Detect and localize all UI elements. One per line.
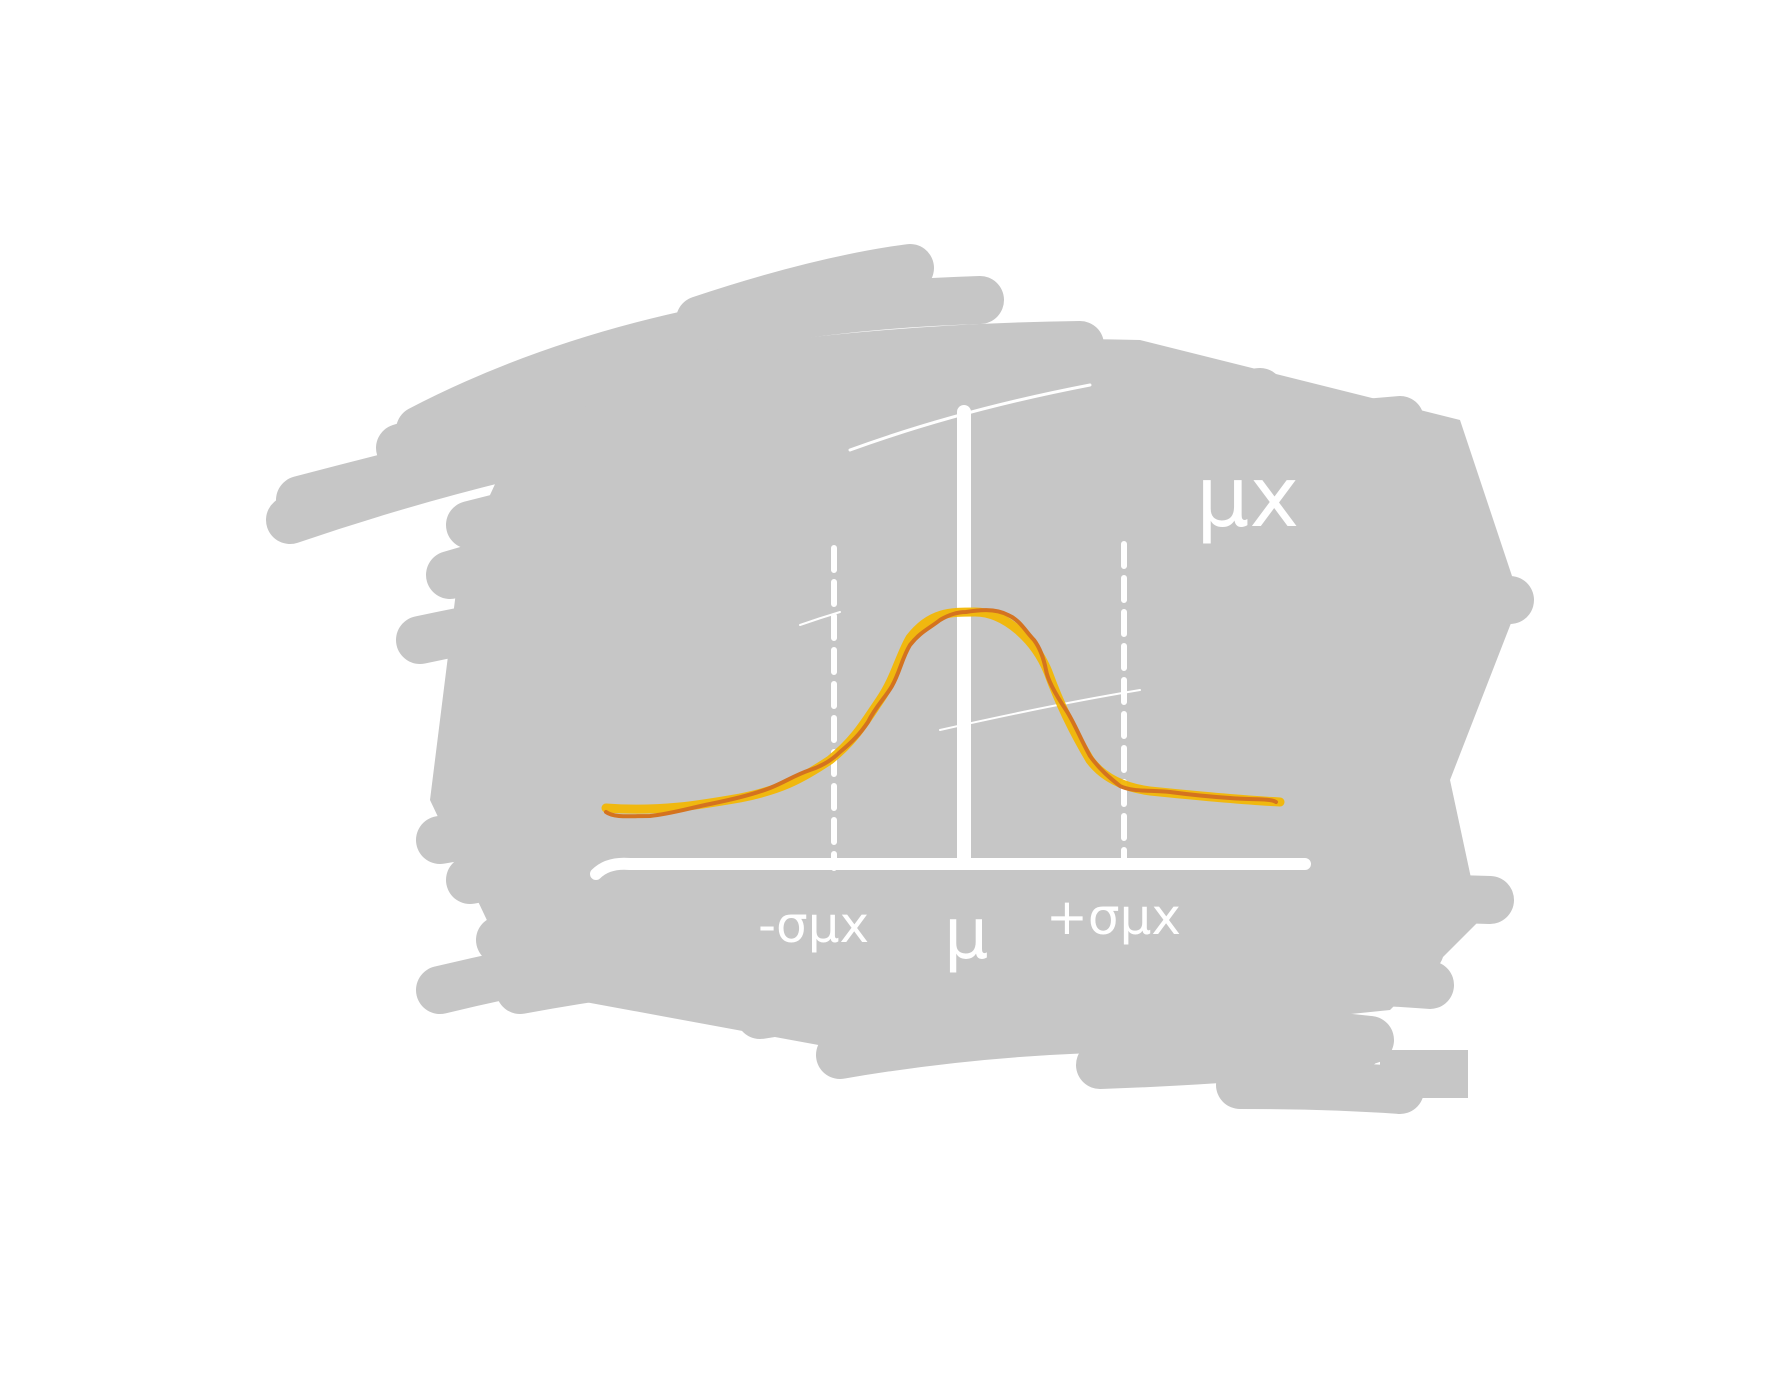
- curve-highlight: [601, 607, 1285, 814]
- mean-label: μ: [944, 893, 989, 975]
- corner-label: μx: [1196, 448, 1299, 546]
- plus-sigma-label: +σμx: [1046, 888, 1181, 946]
- scribble-fill-blocks: [430, 339, 1520, 1098]
- distribution-curve: [601, 607, 1285, 819]
- axes: [590, 405, 1311, 880]
- minus-sigma-label: -σμx: [758, 896, 869, 954]
- curve-ink: [604, 608, 1278, 819]
- x-axis: [590, 857, 1311, 880]
- handwritten-labels: μx -σμx μ +σμx: [758, 448, 1299, 975]
